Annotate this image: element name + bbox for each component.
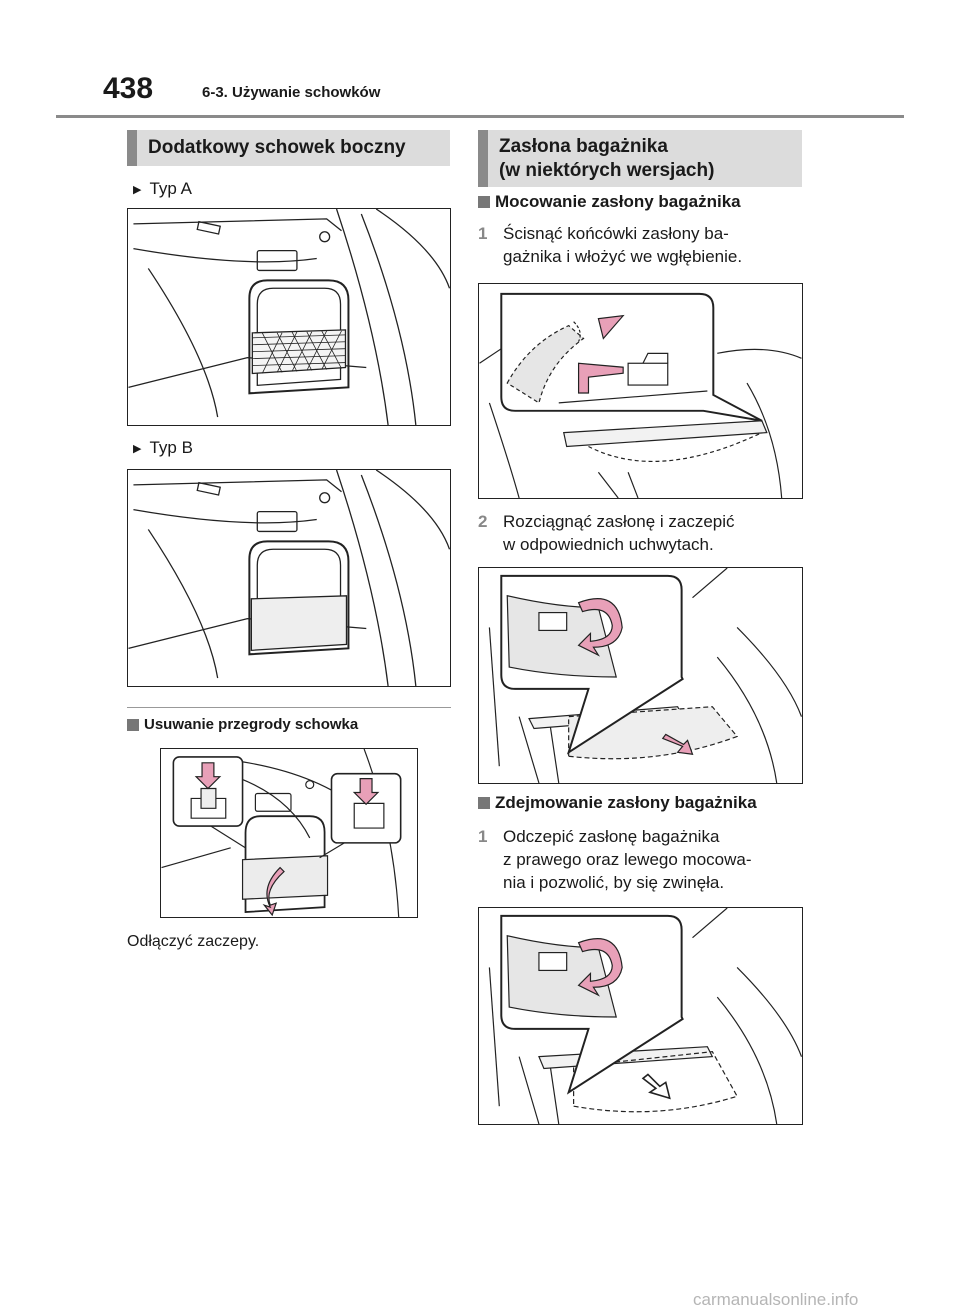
figure-install-step-2 bbox=[478, 567, 803, 784]
figure-type-a bbox=[127, 208, 451, 426]
step-line: nia i pozwolić, by się zwinęła. bbox=[503, 873, 725, 892]
step-line: gażnika i włożyć we wgłębienie. bbox=[503, 247, 743, 266]
step-1-remove: 1 Odczepić zasłonę bagażnika z prawego o… bbox=[478, 825, 752, 894]
figure-install-step-1 bbox=[478, 283, 803, 499]
step-line: w odpowiednich uchwytach. bbox=[503, 535, 714, 554]
type-a-label: ▶ Typ A bbox=[133, 179, 192, 199]
square-bullet-icon bbox=[478, 797, 490, 809]
subheading-remove-cover: Zdejmowanie zasłony bagażnika bbox=[478, 793, 757, 813]
subheading-install-cover: Mocowanie zasłony bagażnika bbox=[478, 192, 741, 212]
square-bullet-icon bbox=[127, 718, 139, 731]
step-number: 1 bbox=[478, 827, 488, 846]
subsection-rule bbox=[127, 707, 451, 708]
type-b-text: Typ B bbox=[149, 438, 193, 457]
section-title-line-2: (w niektórych wersjach) bbox=[499, 160, 715, 181]
subheading-remove-divider: Usuwanie przegrody schowka bbox=[127, 716, 358, 733]
step-text: Odczepić zasłonę bagażnika z prawego ora… bbox=[503, 825, 752, 894]
step-text: Ścisnąć końcówki zasłony ba- gażnika i w… bbox=[503, 222, 742, 268]
square-bullet-icon bbox=[478, 196, 490, 208]
caption-detach-hooks: Odłączyć zaczepy. bbox=[127, 933, 260, 950]
step-number: 2 bbox=[478, 512, 488, 531]
subheading-text: Usuwanie przegrody schowka bbox=[144, 716, 359, 733]
section-title-line-1: Zasłona bagażnika bbox=[499, 136, 668, 157]
step-line: Odczepić zasłonę bagażnika bbox=[503, 827, 720, 846]
step-2-install: 2 Rozciągnąć zasłonę i zaczepić w odpowi… bbox=[478, 510, 735, 556]
step-1-install: 1 Ścisnąć końcówki zasłony ba- gażnika i… bbox=[478, 222, 742, 268]
section-title-side-storage: Dodatkowy schowek boczny bbox=[127, 130, 450, 166]
step-line: z prawego oraz lewego mocowa- bbox=[503, 850, 752, 869]
figure-remove-step-1 bbox=[478, 907, 803, 1125]
step-number: 1 bbox=[478, 224, 488, 243]
chapter-title: 6-3. Używanie schowków bbox=[202, 84, 381, 101]
arrow-bullet-icon: ▶ bbox=[133, 183, 142, 196]
watermark: carmanualsonline.info bbox=[693, 1290, 859, 1309]
subheading-text: Zdejmowanie zasłony bagażnika bbox=[495, 793, 757, 812]
subheading-text: Mocowanie zasłony bagażnika bbox=[495, 192, 741, 211]
step-text: Rozciągnąć zasłonę i zaczepić w odpowied… bbox=[503, 510, 735, 556]
type-a-text: Typ A bbox=[149, 179, 192, 198]
step-line: Rozciągnąć zasłonę i zaczepić bbox=[503, 512, 735, 531]
figure-type-b bbox=[127, 469, 451, 687]
header-rule bbox=[56, 115, 904, 118]
figure-remove-divider bbox=[160, 748, 418, 918]
section-title-luggage-cover: Zasłona bagażnika (w niektórych wersjach… bbox=[478, 130, 802, 187]
type-b-label: ▶ Typ B bbox=[133, 438, 193, 458]
step-line: Ścisnąć końcówki zasłony ba- bbox=[503, 224, 729, 243]
page-number: 438 bbox=[103, 72, 154, 105]
arrow-bullet-icon: ▶ bbox=[133, 442, 142, 455]
